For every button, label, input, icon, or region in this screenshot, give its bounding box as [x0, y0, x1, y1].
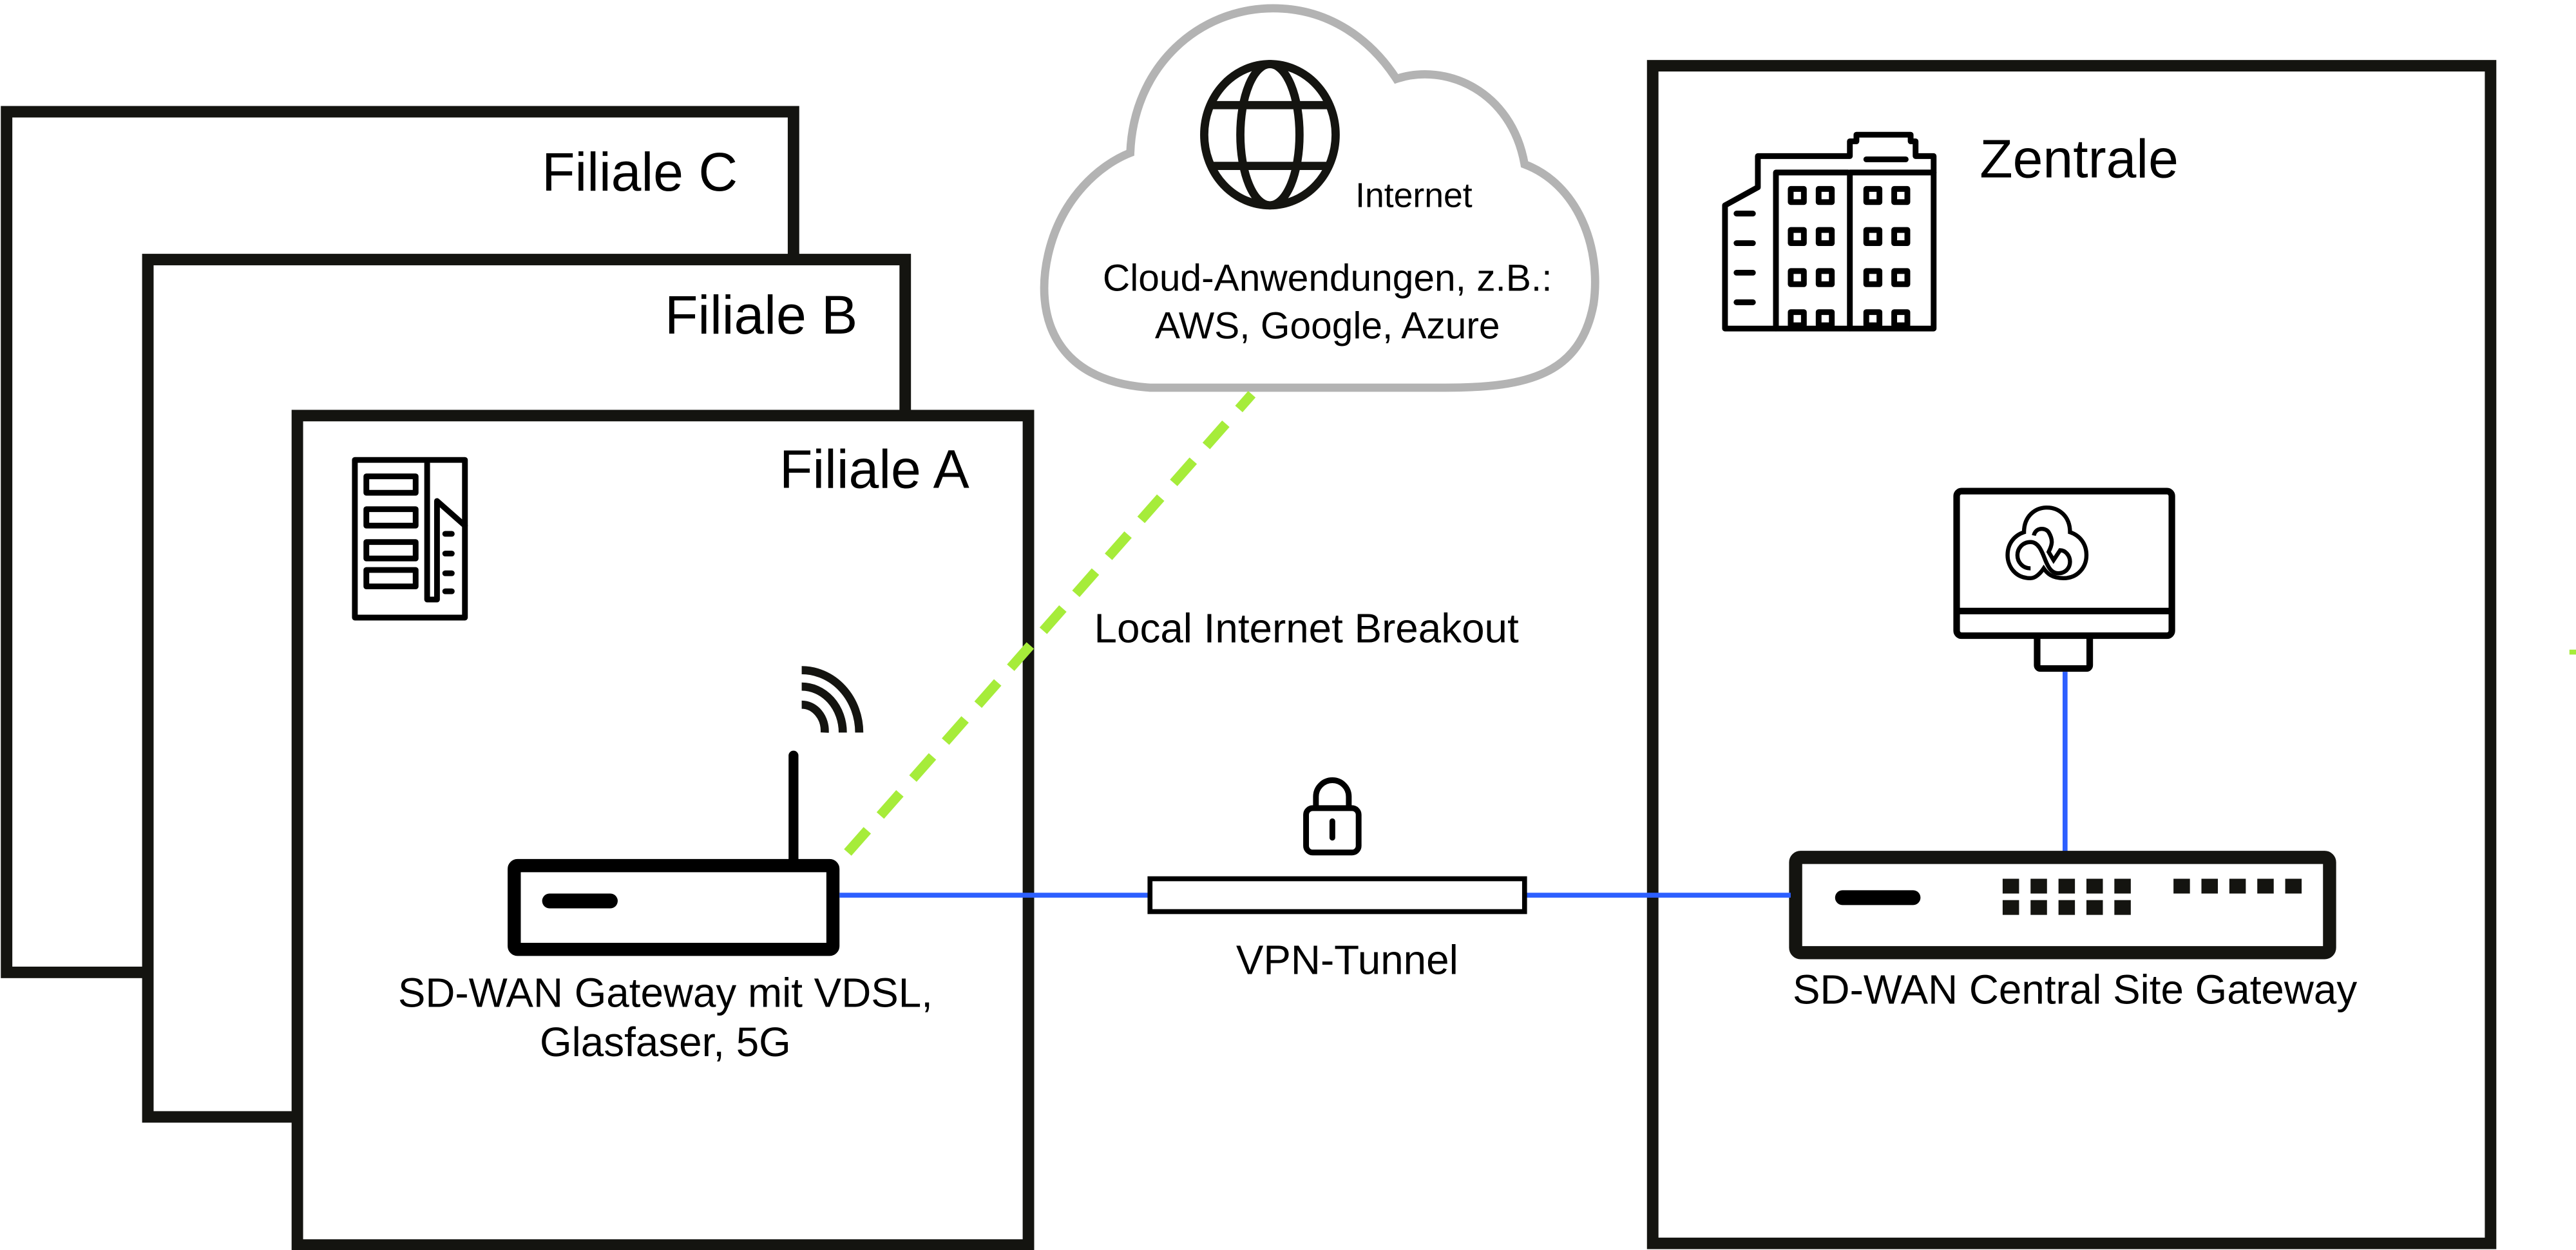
cloud-apps-line2: AWS, Google, Azure — [1155, 305, 1500, 346]
branch-gateway-line1: SD-WAN Gateway mit VDSL, — [398, 969, 933, 1016]
branch-a: Filiale A — [291, 410, 1035, 1250]
router-icon — [508, 666, 864, 956]
vpn-label: VPN-Tunnel — [1236, 936, 1458, 983]
building-icon — [352, 457, 468, 621]
central-site: Zentrale — [1646, 60, 2497, 1249]
local-breakout-line — [844, 391, 1256, 856]
central-gateway-label: SD-WAN Central Site Gateway — [1793, 966, 2357, 1012]
local-breakout-label: Local Internet Breakout — [1094, 605, 1519, 651]
cloud-apps-line1: Cloud-Anwendungen, z.B.: — [1103, 257, 1552, 299]
globe-icon — [1200, 60, 1340, 210]
switch-icon — [1789, 851, 2336, 960]
vpn-tunnel — [1147, 876, 1527, 914]
internet-label: Internet — [1355, 176, 1473, 214]
branch-gateway-line2: Glasfaser, 5G — [540, 1019, 791, 1065]
monitor-icon — [1953, 488, 2175, 672]
office-tower-icon — [1722, 131, 1937, 332]
branch-a-title: Filiale A — [779, 439, 969, 500]
central-title: Zentrale — [1980, 129, 2179, 189]
cloud-app-icon — [2005, 505, 2089, 581]
lock-icon — [1303, 777, 1362, 856]
branch-b-title: Filiale B — [665, 285, 857, 345]
internet-cloud: Internet Cloud-Anwendungen, z.B.: AWS, G… — [1040, 4, 1599, 392]
branch-c-title: Filiale C — [542, 142, 738, 202]
wifi-icon — [801, 666, 864, 733]
